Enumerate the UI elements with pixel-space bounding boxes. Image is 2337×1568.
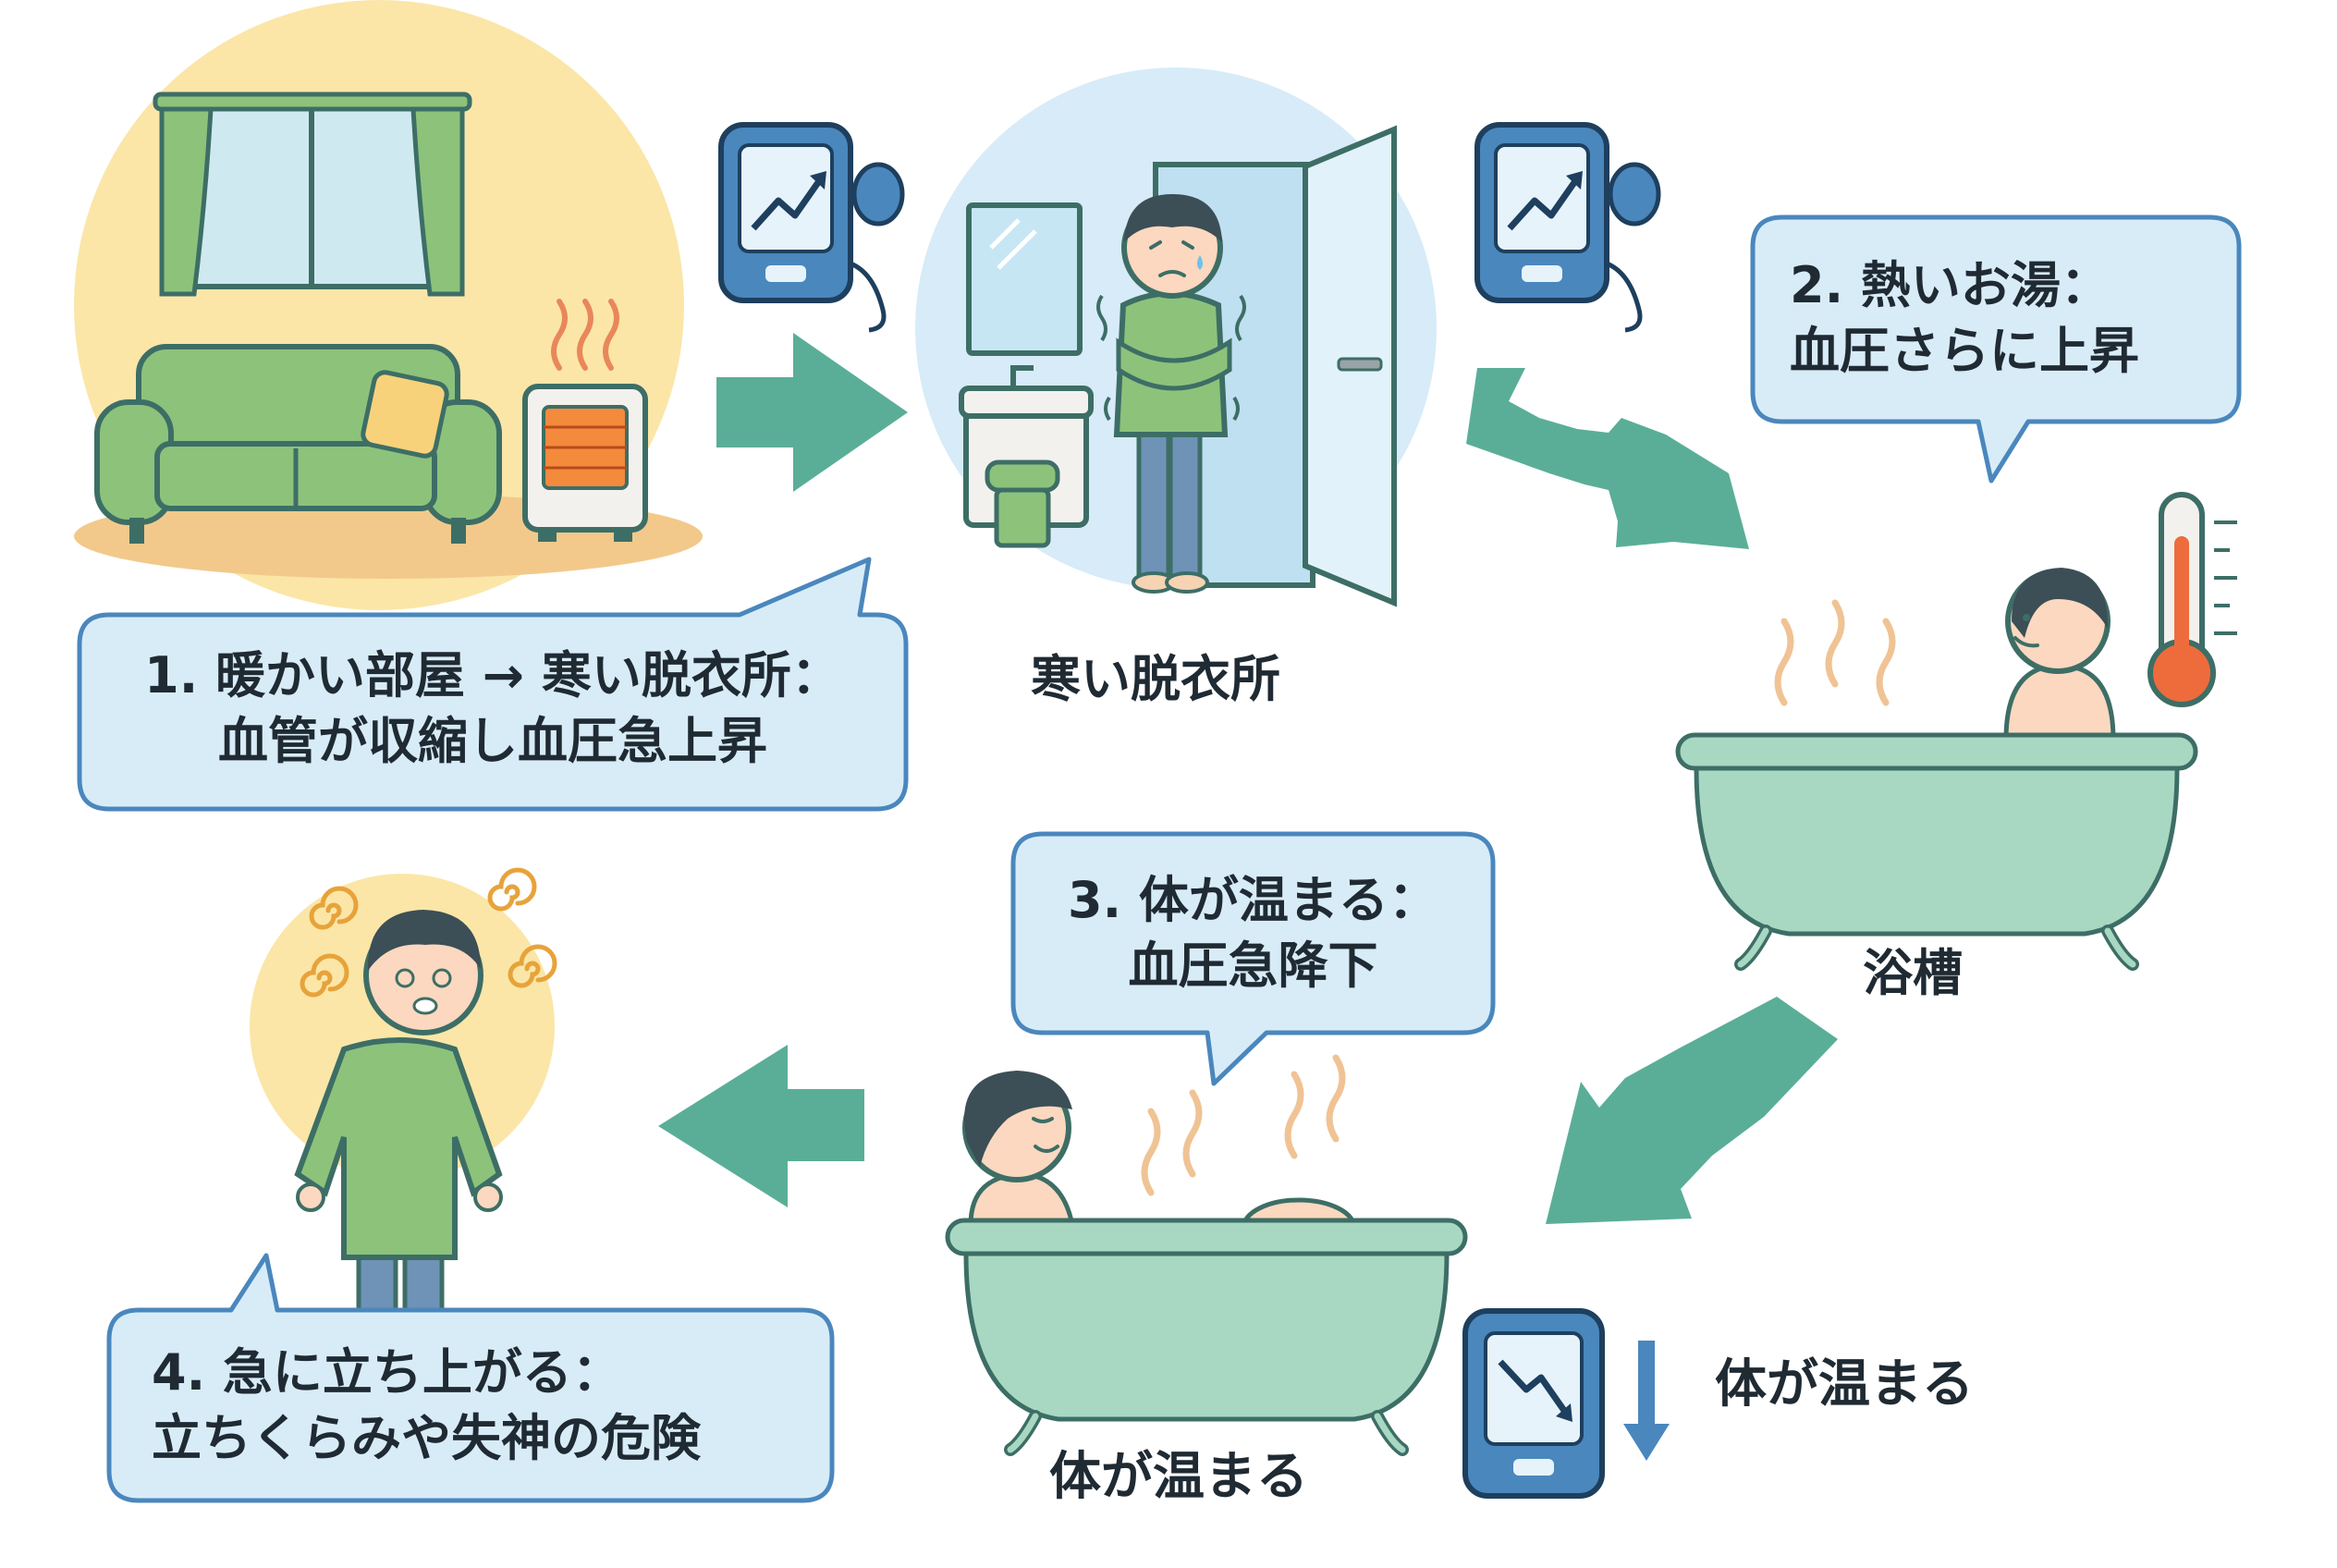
- monitor-note-caption: 体が温まる: [1715, 1354, 1974, 1415]
- step4-bubble: 4. 急に立ち上がる： 立ちくらみや失神の危険: [109, 1310, 832, 1501]
- bathtub-caption: 浴槽: [1863, 944, 1963, 1002]
- dressing-room-caption: 寒い脱衣所: [1031, 650, 1280, 708]
- warm-living-room: [74, 0, 703, 610]
- step1-line2: 血管が収縮し血圧急上昇: [218, 712, 767, 771]
- warm-bath-scene: [948, 1058, 1465, 1450]
- steam-icon: [1778, 603, 1892, 703]
- heater-icon: [522, 384, 648, 542]
- step2-bubble: 2. 熱いお湯： 血圧さらに上昇: [1753, 217, 2239, 422]
- window-icon: [153, 92, 472, 297]
- bathing-person-icon: [2003, 568, 2116, 742]
- step2-line2: 血圧さらに上昇: [1790, 322, 2139, 381]
- step3-bubble-shape: [1010, 831, 1496, 1086]
- step1-bubble: 1. 暖かい部屋 → 寒い脱衣所： 血管が収縮し血圧急上昇: [80, 615, 906, 809]
- step4-bubble-shape: [106, 1253, 835, 1503]
- blood-pressure-monitor-up-icon: [718, 122, 905, 333]
- heat-wave-icon: [551, 299, 619, 371]
- step1-line1: 1. 暖かい部屋 → 寒い脱衣所：: [144, 646, 841, 704]
- blood-pressure-monitor-up-icon: [1474, 122, 1661, 333]
- arrow-to-dizzy: [658, 1045, 864, 1207]
- step3-line1: 3. 体が温まる：: [1068, 871, 1438, 929]
- hot-bath-scene: [1678, 492, 2237, 964]
- step4-line1: 4. 急に立ち上がる：: [152, 1343, 622, 1402]
- sofa-icon: [94, 344, 502, 544]
- cold-dressing-room: [915, 67, 1437, 607]
- arrow-to-dressing-room: [716, 333, 908, 492]
- steam-icon: [1144, 1058, 1342, 1193]
- step4-line2: 立ちくらみや失神の危険: [152, 1409, 701, 1468]
- step3-line2: 血圧急降下: [1128, 937, 1378, 996]
- down-arrow-icon: [1623, 1341, 1670, 1461]
- bathtub-icon: [1678, 735, 2196, 964]
- thermometer-icon: [2147, 492, 2237, 707]
- step2-line1: 2. 熱いお湯：: [1790, 256, 2111, 314]
- dizzy-swirl-icon: [300, 867, 557, 998]
- arrow-to-bathtub: [1466, 368, 1749, 549]
- blood-pressure-monitor-down-icon: [1462, 1308, 1605, 1499]
- sink-icon: [959, 365, 1094, 548]
- cold-person-icon: [1096, 194, 1246, 594]
- step1-bubble-shape: [77, 557, 909, 812]
- step3-bubble: 3. 体が温まる： 血圧急降下: [1013, 834, 1493, 1033]
- mirror-icon: [966, 202, 1083, 356]
- bubble-shapes: [77, 214, 2242, 1503]
- bathtub-icon: [948, 1220, 1465, 1450]
- arrow-to-warm-bath: [1546, 997, 1838, 1224]
- flow-arrows: [658, 333, 1838, 1224]
- step2-bubble-shape: [1750, 214, 2242, 484]
- warm-bath-caption: 体が温まる: [1049, 1447, 1308, 1507]
